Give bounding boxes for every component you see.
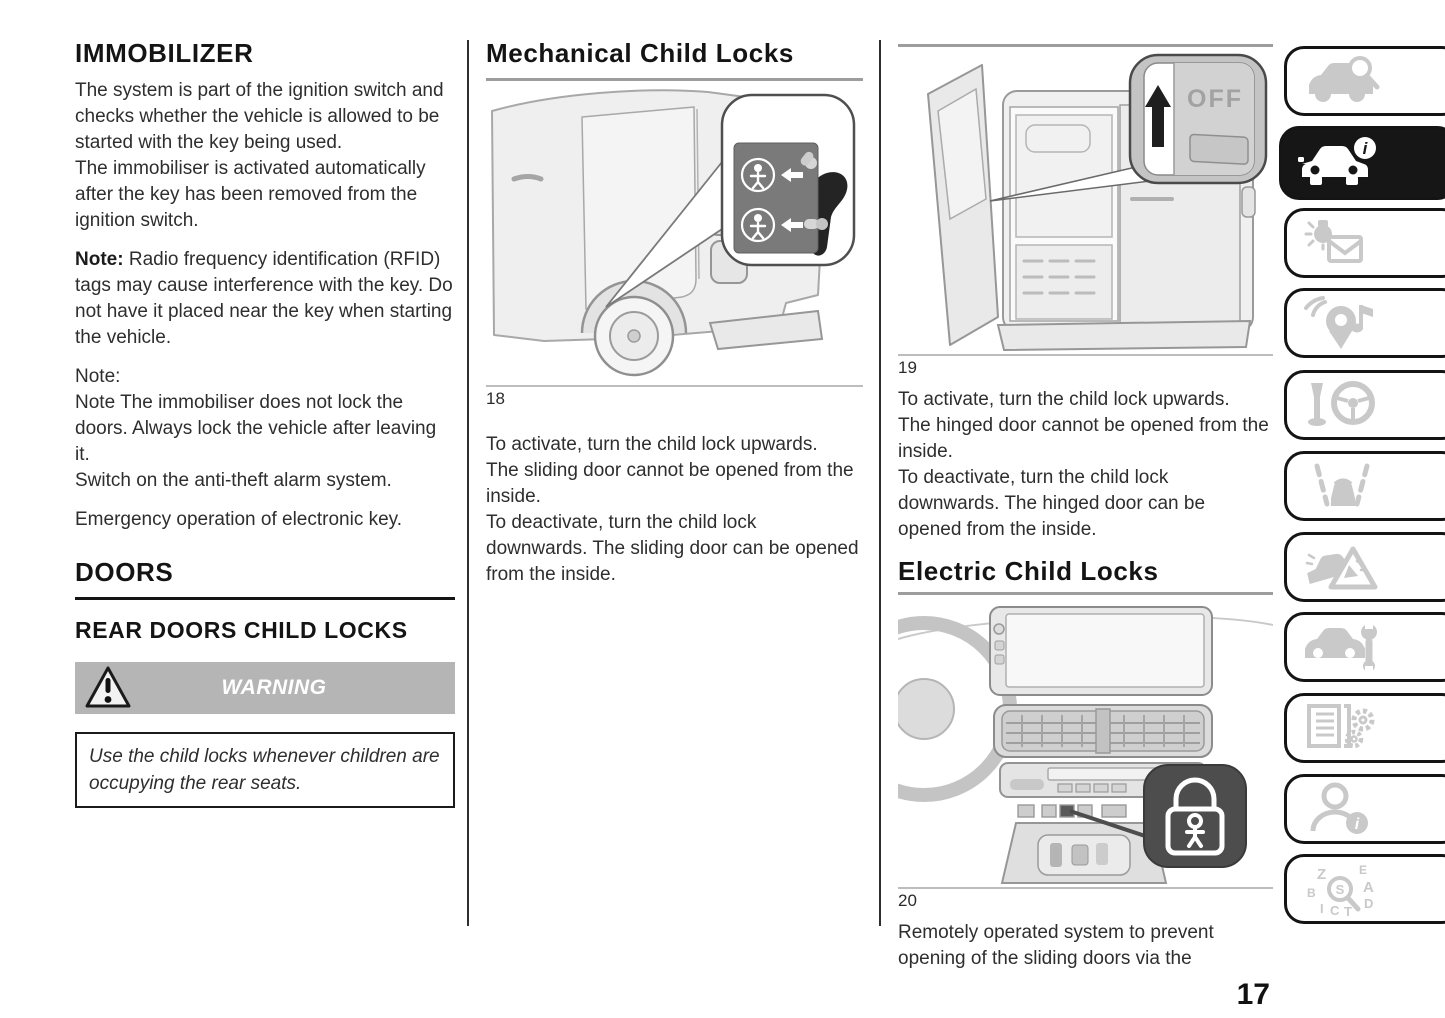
svg-text:D: D xyxy=(1364,896,1373,911)
navigation-audio-icon xyxy=(1304,296,1373,349)
figure-20-dashboard-illustration xyxy=(898,606,1273,884)
heading-rule xyxy=(898,592,1273,595)
figure-rule xyxy=(486,385,863,387)
note-text: Radio frequency identification (RFID) ta… xyxy=(75,249,453,348)
svg-text:A: A xyxy=(1363,879,1374,896)
search-glyph: S xyxy=(1336,882,1345,897)
car-wrench-icon xyxy=(1305,621,1377,673)
svg-text:I: I xyxy=(1320,901,1324,916)
svg-text:Z: Z xyxy=(1317,866,1326,883)
doors-heading: DOORS xyxy=(75,557,455,600)
electric-child-locks-paragraph: Remotely operated system to prevent open… xyxy=(898,922,1214,969)
warning-triangle-icon xyxy=(85,666,131,708)
note-text: Note The immobiliser does not lock the d… xyxy=(75,392,437,491)
immobilizer-note-paragraph: Note: Note The immobiliser does not lock … xyxy=(75,364,455,494)
tab-driving-assistance[interactable] xyxy=(1284,451,1445,521)
car-magnifier-icon xyxy=(1309,56,1380,102)
info-glyph: i xyxy=(1355,816,1360,833)
rfid-note-paragraph: Note: Radio frequency identification (RF… xyxy=(75,247,455,351)
heading-rule xyxy=(486,78,863,81)
note-label: Note: xyxy=(75,366,121,387)
tab-technical-specifications[interactable] xyxy=(1284,693,1445,763)
tab-in-an-emergency[interactable] xyxy=(1284,532,1445,602)
person-info-icon: i xyxy=(1310,782,1368,834)
tab-getting-to-know-vehicle[interactable]: i xyxy=(1279,126,1445,200)
tab-starting-driving[interactable] xyxy=(1284,370,1445,440)
emergency-triangle-icon xyxy=(1305,546,1378,590)
svg-text:E: E xyxy=(1359,863,1367,877)
svg-text:B: B xyxy=(1307,886,1316,900)
off-switch-label: OFF xyxy=(1187,85,1243,113)
column-divider xyxy=(879,40,881,926)
immobilizer-paragraph: The system is part of the ignition switc… xyxy=(75,80,444,231)
left-column: IMMOBILIZER The system is part of the ig… xyxy=(75,38,455,808)
lane-assist-icon xyxy=(1314,463,1370,507)
tab-infotainment-navigation[interactable] xyxy=(1284,288,1445,358)
rear-doors-child-locks-heading: REAR DOORS CHILD LOCKS xyxy=(75,617,408,643)
tab-servicing-maintenance[interactable] xyxy=(1284,612,1445,682)
column-divider xyxy=(467,40,469,926)
figure-rule xyxy=(898,354,1273,356)
note-label: Note: xyxy=(75,249,124,270)
hinged-door-child-lock-paragraph: To activate, turn the child lock upwards… xyxy=(898,389,1269,540)
figure-20-label: 20 xyxy=(898,891,917,910)
middle-column: Mechanical Child Locks xyxy=(486,38,863,601)
emergency-key-paragraph: Emergency operation of electronic key. xyxy=(75,509,403,530)
warning-label: WARNING xyxy=(221,676,327,699)
figure-rule xyxy=(898,887,1273,889)
figure-18-label: 18 xyxy=(486,389,505,408)
svg-text:C: C xyxy=(1330,903,1340,917)
tab-customer-information[interactable]: i xyxy=(1284,774,1445,844)
light-message-icon xyxy=(1304,220,1363,263)
tab-warning-lights-messages[interactable] xyxy=(1284,208,1445,278)
electric-child-locks-heading: Electric Child Locks xyxy=(898,556,1159,586)
child-locks-note-box: Use the child locks whenever children ar… xyxy=(75,732,455,808)
mechanical-child-locks-heading: Mechanical Child Locks xyxy=(486,38,794,68)
right-column: OFF 19 To activate, turn the child lock … xyxy=(898,38,1273,985)
figure-top-rule xyxy=(898,44,1273,47)
tab-vehicle-overview[interactable] xyxy=(1284,46,1445,116)
figure-19-label: 19 xyxy=(898,358,917,377)
specs-gears-icon xyxy=(1307,704,1375,749)
info-glyph: i xyxy=(1363,139,1369,158)
tab-alphabetical-index[interactable]: Z E B A I C T D S xyxy=(1284,854,1445,924)
gearshift-steering-icon xyxy=(1308,381,1375,426)
immobilizer-heading: IMMOBILIZER xyxy=(75,38,254,68)
figure-19-van-rear-illustration: OFF xyxy=(927,53,1268,352)
mechanical-child-locks-paragraph: To activate, turn the child lock upwards… xyxy=(486,434,859,585)
index-search-icon: Z E B A I C T D S xyxy=(1307,863,1374,917)
warning-banner: WARNING xyxy=(75,662,455,714)
child-locks-note-text: Use the child locks whenever children ar… xyxy=(89,746,440,794)
figure-18-van-side-illustration xyxy=(491,89,856,377)
section-tab-sidebar: i xyxy=(1279,0,1445,1018)
car-info-icon: i xyxy=(1298,137,1376,185)
svg-text:T: T xyxy=(1344,904,1352,917)
page-number: 17 xyxy=(1236,978,1270,1011)
